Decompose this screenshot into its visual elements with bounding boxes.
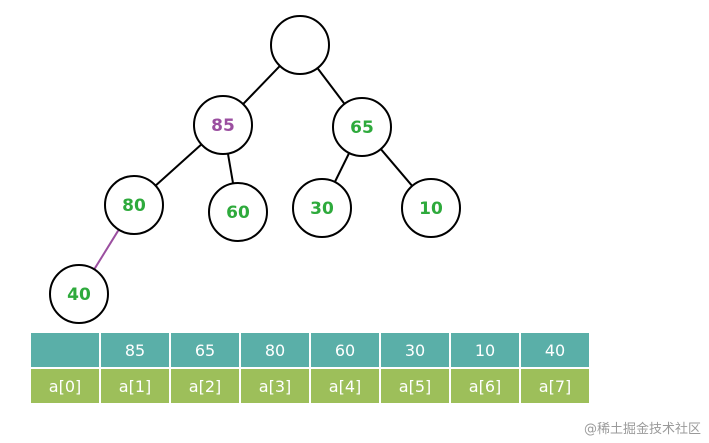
array-index-cell: a[7] [520,367,589,403]
array-index-cell: a[3] [240,367,311,403]
tree-node-circle [49,264,109,324]
tree-node-value: 40 [67,285,91,305]
tree-node-circle [270,15,330,75]
array-value-cell: 80 [240,333,311,368]
tree-node [270,15,330,75]
tree-edge-root-n85 [242,65,281,105]
tree-node-value: 65 [350,118,374,138]
tree-edge-n80-n40 [93,229,120,270]
tree-node-circle [401,178,461,238]
tree-node-circle [193,95,253,155]
tree-node: 85 [193,95,253,155]
watermark-text: @稀土掘金技术社区 [583,422,701,437]
array-index-cell: a[0] [31,367,101,403]
tree-node-circle [332,97,392,157]
tree-node-circle [104,175,164,235]
tree-node-circle [208,182,268,242]
array-value-cell: 65 [170,333,241,368]
array-value-cell: 10 [450,333,521,368]
tree-node: 65 [332,97,392,157]
tree-node-value: 85 [211,116,235,136]
tree-node: 80 [104,175,164,235]
tree-edge-n85-n80 [154,143,203,187]
array-value-cell [31,333,101,368]
tree-edge-root-n65 [316,67,346,105]
array-values-row: 85 65 80 60 30 10 40 [31,333,589,368]
tree-node-value: 10 [419,199,443,219]
tree-node-value: 30 [310,199,334,219]
array-value-cell: 85 [100,333,171,368]
array-index-cell: a[1] [100,367,171,403]
array-value-cell: 40 [520,333,589,368]
tree-node: 30 [292,178,352,238]
array-value-cell: 60 [310,333,381,368]
tree-node: 10 [401,178,461,238]
array-index-cell: a[6] [450,367,521,403]
array-index-cell: a[2] [170,367,241,403]
array-indices-row: a[0] a[1] a[2] a[3] a[4] a[5] a[6] a[7] [31,367,589,403]
heap-array-table: 85 65 80 60 30 10 40 a[0] a[1] a[2] a[3]… [31,333,589,403]
tree-node: 40 [49,264,109,324]
tree-node-value: 80 [122,196,146,216]
tree-edge-n65-n30 [333,152,351,183]
tree-node: 60 [208,182,268,242]
array-index-cell: a[4] [310,367,381,403]
tree-edge-n85-n60 [226,153,235,184]
array-value-cell: 30 [380,333,451,368]
binary-tree: 85 65 80 60 30 10 40 [49,15,461,324]
tree-node-circle [292,178,352,238]
array-index-cell: a[5] [380,367,451,403]
tree-node-value: 60 [226,203,250,223]
tree-edge-n65-n10 [380,148,413,187]
